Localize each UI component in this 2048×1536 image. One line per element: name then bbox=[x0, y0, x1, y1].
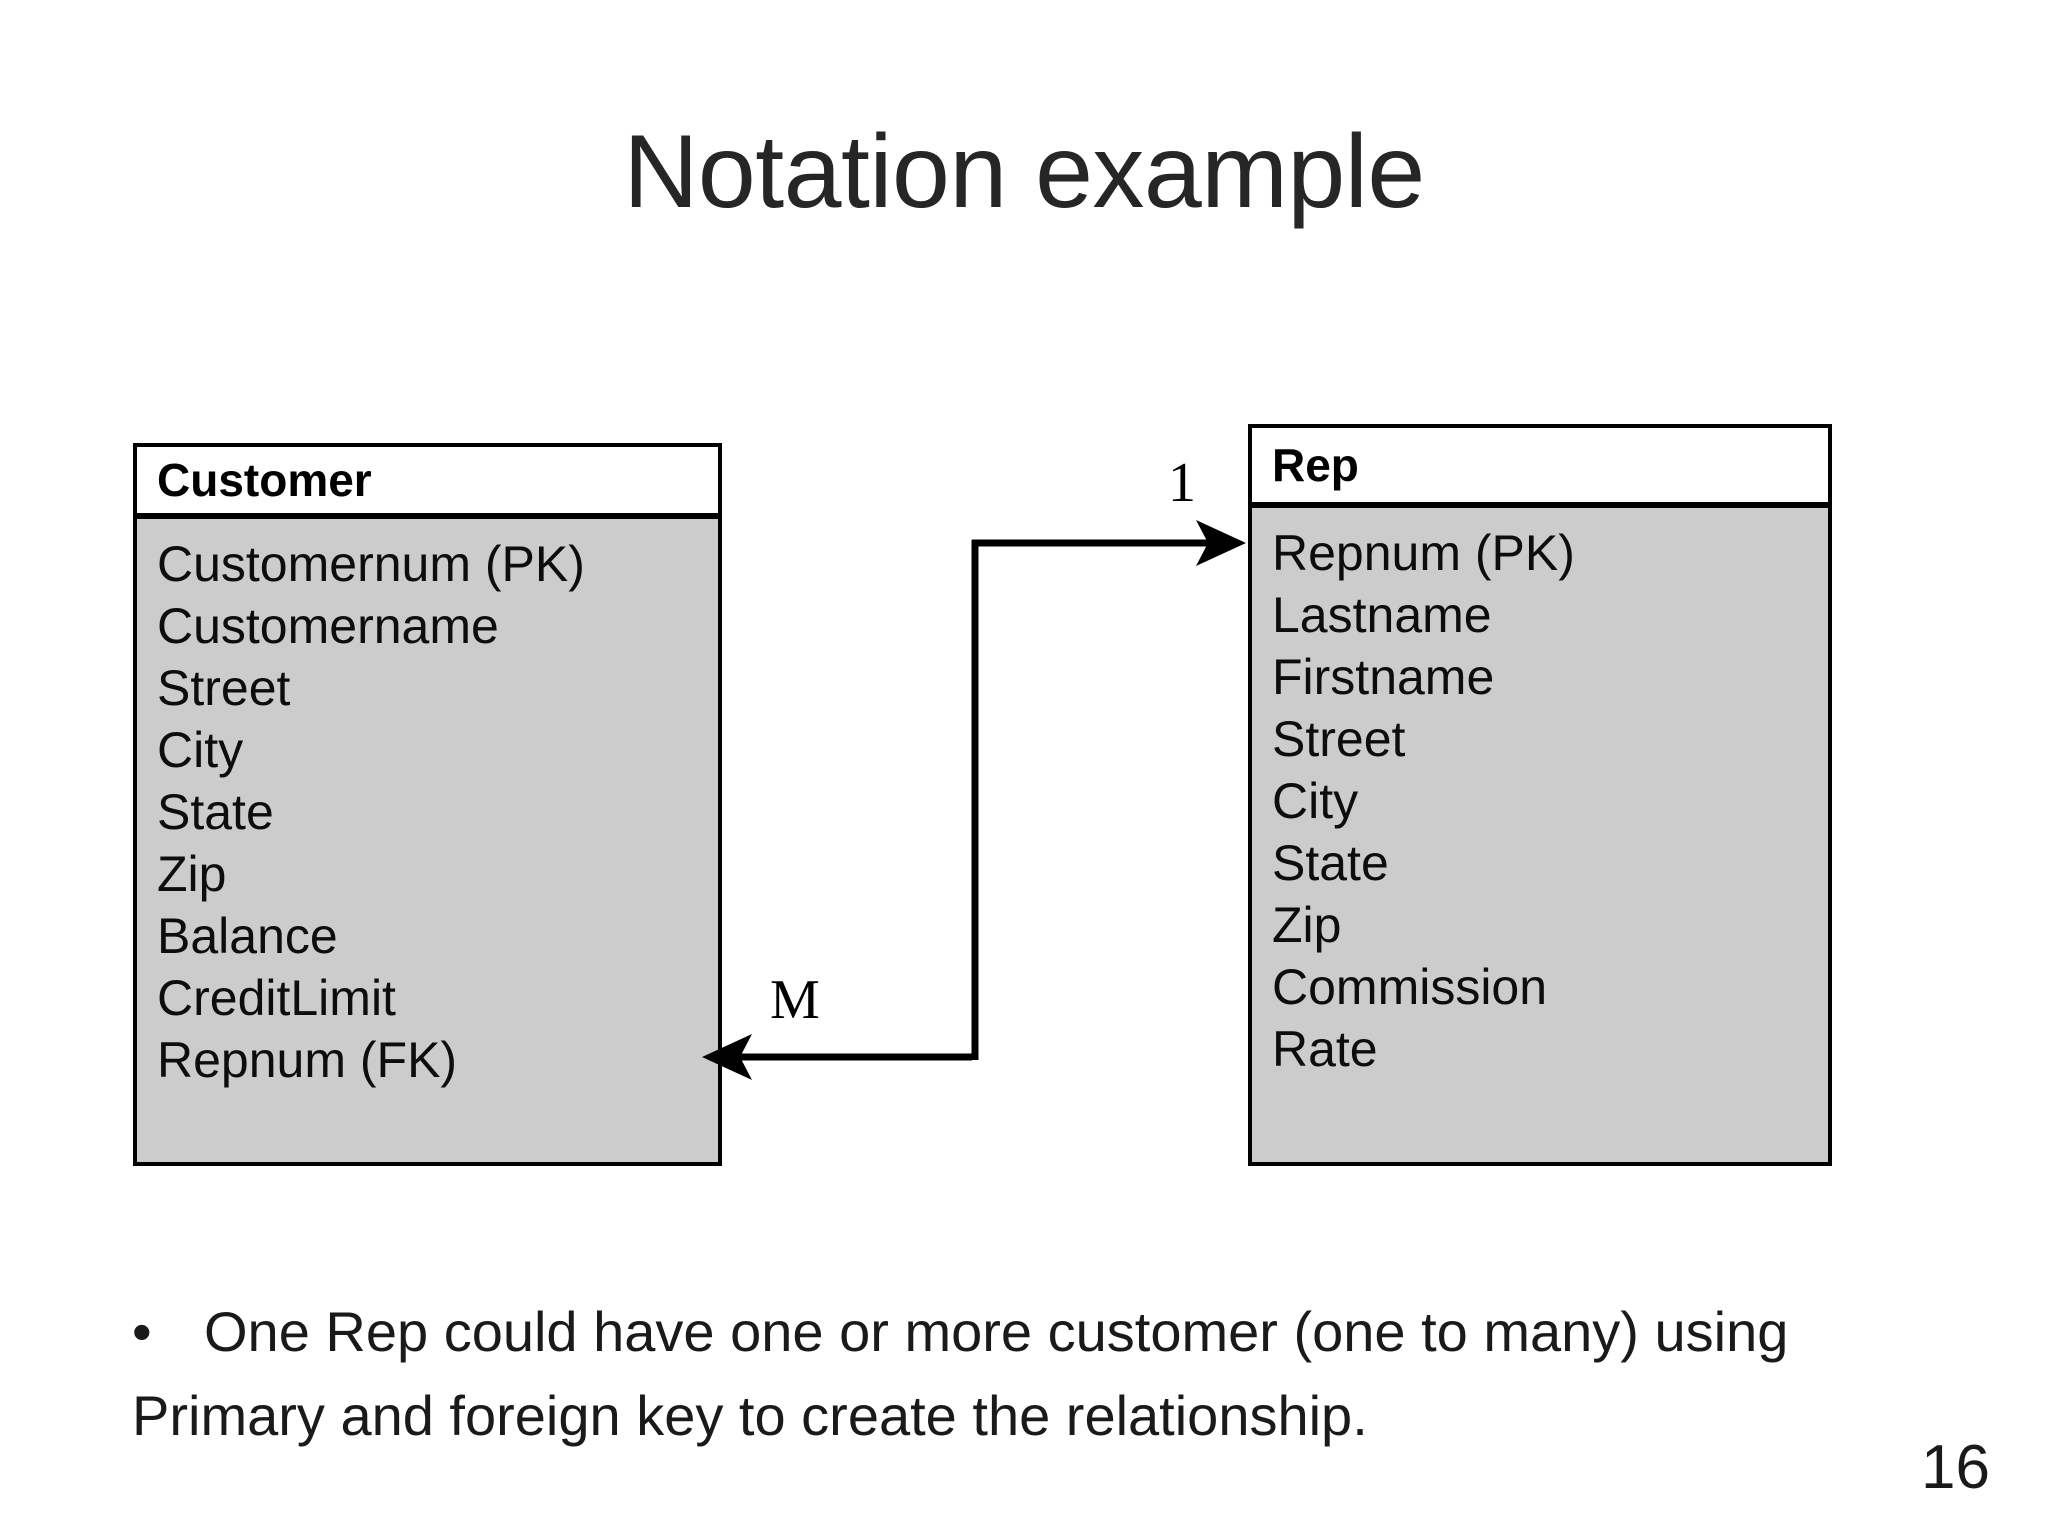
attribute-row: State bbox=[1272, 835, 1389, 891]
attribute-row: Zip bbox=[1272, 897, 1342, 953]
cardinality-label-many: M bbox=[770, 969, 820, 1031]
attribute-row: CreditLimit bbox=[157, 970, 396, 1026]
attribute-row: Customernum (PK) bbox=[157, 536, 585, 592]
bullet-line-1: • One Rep could have one or more customer… bbox=[132, 1290, 1932, 1374]
entity-box-customer[interactable]: Customer Customernum (PK) Customername S… bbox=[133, 443, 722, 1166]
attribute-row: Firstname bbox=[1272, 649, 1495, 705]
attribute-row: City bbox=[157, 722, 244, 778]
attribute-row: Repnum (PK) bbox=[1272, 525, 1575, 581]
attribute-row: Repnum (FK) bbox=[157, 1032, 458, 1088]
attribute-row: State bbox=[157, 784, 274, 840]
arrow-right-icon bbox=[1196, 520, 1246, 566]
attribute-row: Rate bbox=[1272, 1021, 1378, 1077]
attribute-row: Balance bbox=[157, 908, 338, 964]
entity-name-rep: Rep bbox=[1272, 439, 1359, 491]
attribute-row: Lastname bbox=[1272, 587, 1492, 643]
attribute-row: Street bbox=[157, 660, 291, 716]
entity-header-rep: Rep bbox=[1252, 428, 1828, 508]
entity-box-rep[interactable]: Rep Repnum (PK) Lastname Firstname Stree… bbox=[1248, 424, 1832, 1166]
attribute-row: Commission bbox=[1272, 959, 1548, 1015]
bullet-text-1: One Rep could have one or more customer … bbox=[204, 1300, 1789, 1363]
cardinality-label-one: 1 bbox=[1168, 452, 1196, 514]
entity-header-customer: Customer bbox=[137, 447, 718, 519]
entity-attribute-list-rep: Repnum (PK) Lastname Firstname Street Ci… bbox=[1252, 508, 1828, 1080]
attribute-row: Customername bbox=[157, 598, 499, 654]
entity-attribute-list-customer: Customernum (PK) Customername Street Cit… bbox=[137, 519, 718, 1091]
bullet-text-2: Primary and foreign key to create the re… bbox=[132, 1384, 1368, 1447]
attribute-row: City bbox=[1272, 773, 1359, 829]
page-number: 16 bbox=[1921, 1433, 1990, 1502]
bullet-marker: • bbox=[132, 1300, 152, 1363]
attribute-row: Zip bbox=[157, 846, 227, 902]
notes-block: • One Rep could have one or more customer… bbox=[132, 1290, 1932, 1458]
entity-name-customer: Customer bbox=[157, 454, 372, 506]
page-title: Notation example bbox=[623, 114, 1425, 230]
attribute-row: Street bbox=[1272, 711, 1406, 767]
